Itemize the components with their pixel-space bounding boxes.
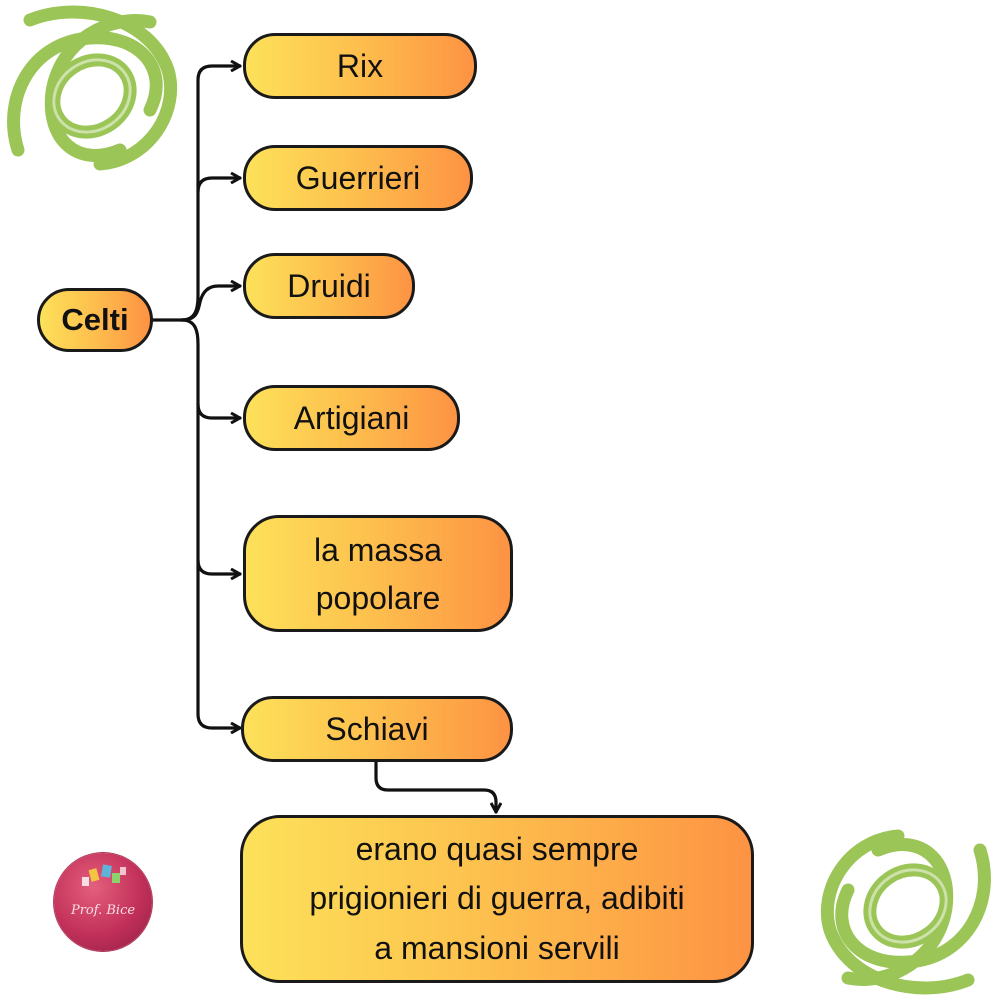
node-schiavi-detail: erano quasi sempre prigionieri di guerra… [240,815,754,983]
connector-artigiani [180,318,242,418]
logo-books-icon [82,864,126,886]
connector-massa [196,402,242,574]
detail-line-1: erano quasi sempre [355,830,639,867]
node-artigiani: Artigiani [243,385,460,451]
logo-signature: Prof. Bice [70,903,136,918]
node-schiavi: Schiavi [241,696,513,762]
connector-detail [374,758,496,814]
connector-rix [180,66,242,322]
detail-line-3: a mansioni servili [374,929,620,966]
node-druidi-label: Druidi [287,268,371,304]
node-massa-popolare: la massa popolare [243,515,513,632]
node-guerrieri: Guerrieri [243,145,473,211]
node-druidi: Druidi [243,253,415,319]
celtic-knot-icon [820,829,991,995]
node-rix-label: Rix [336,48,384,84]
node-massa-line-1: la massa [313,531,443,568]
node-artigiani-label: Artigiani [293,400,410,436]
node-massa-line-2: popolare [315,579,441,616]
node-celti: Celti [37,288,153,352]
node-schiavi-label: Schiavi [325,711,429,747]
detail-line-2: prigionieri di guerra, adibiti [309,880,685,917]
connector-guerrieri [196,178,242,194]
author-logo: Prof. Bice [54,853,152,951]
connector-druidi [180,286,242,322]
node-guerrieri-label: Guerrieri [295,160,421,196]
node-rix: Rix [243,33,477,99]
celtic-knot-icon [7,5,178,171]
connector-schiavi [196,558,242,728]
node-celti-label: Celti [61,301,129,337]
